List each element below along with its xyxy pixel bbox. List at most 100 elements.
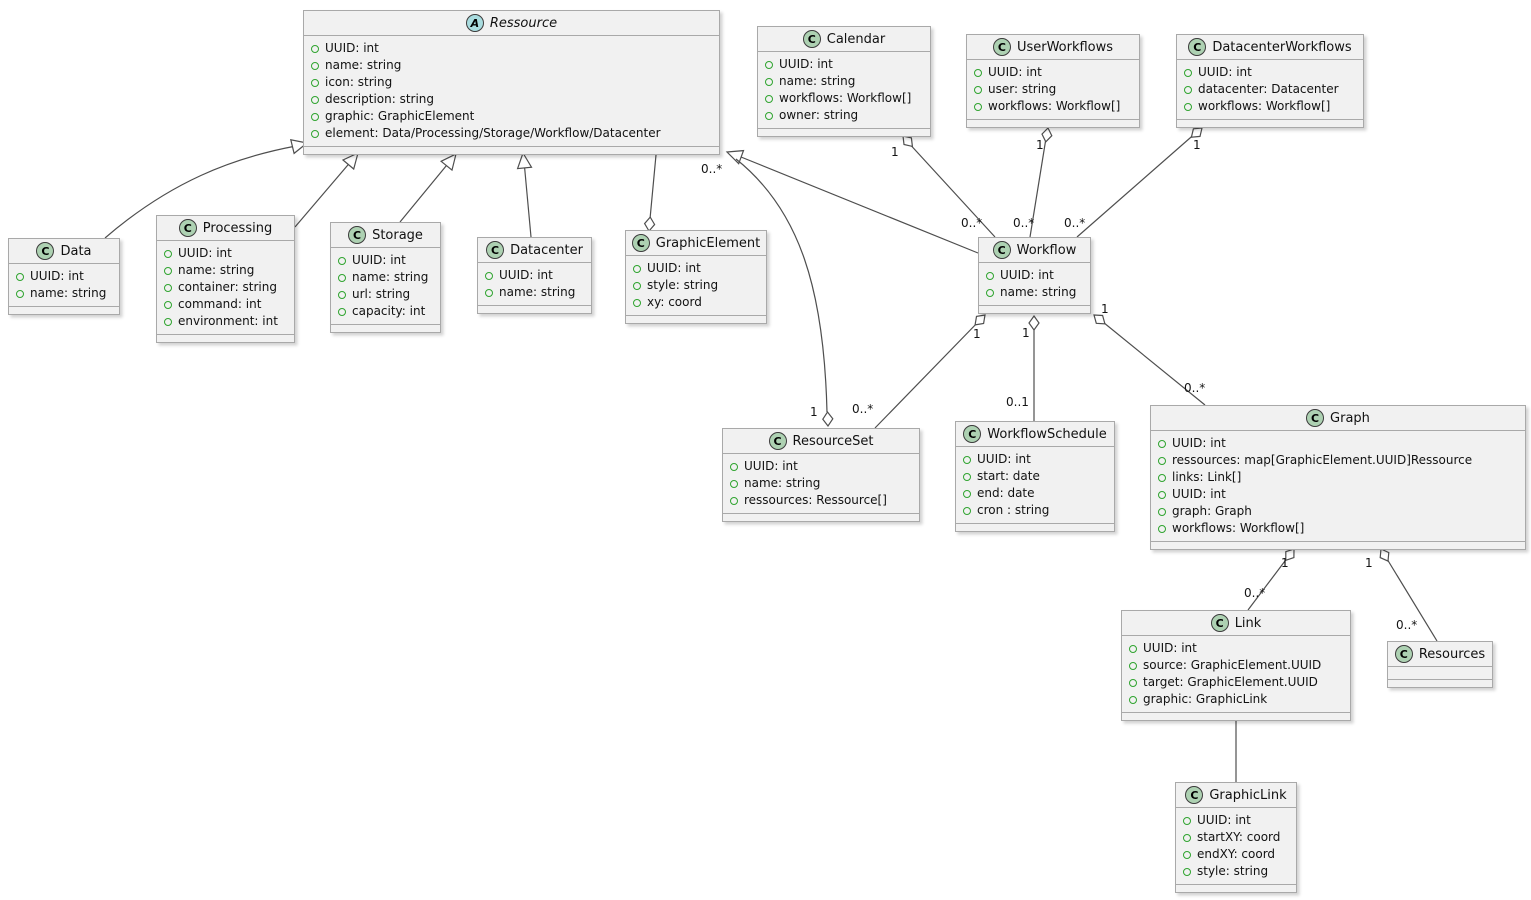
attribute-text: name: string [779, 74, 856, 88]
method-compartment [1176, 885, 1296, 892]
attribute-row: name: string [16, 285, 112, 302]
attribute-row: workflows: Workflow[] [765, 90, 923, 107]
aggregation-line [1029, 131, 1048, 238]
generalization-line [294, 158, 354, 228]
attribute-text: style: string [1197, 864, 1269, 878]
field-visibility-icon [485, 288, 493, 297]
attribute-text: UUID: int [352, 253, 406, 267]
attribute-text: UUID: int [30, 269, 84, 283]
attribute-text: name: string [178, 263, 255, 277]
generalization-arrowhead [516, 151, 533, 170]
field-visibility-icon [311, 95, 319, 104]
multiplicity-label: 1 [1193, 138, 1201, 152]
edge-workflow-graph: 1 0..* [1093, 302, 1206, 406]
attribute-text: name: string [744, 476, 821, 490]
multiplicity-label: 1 [1365, 556, 1373, 570]
attribute-row: xy: coord [633, 294, 759, 311]
method-compartment [157, 335, 294, 342]
attribute-row: startXY: coord [1183, 829, 1289, 846]
aggregation-diamond [822, 410, 834, 428]
class-title: C Graph [1151, 406, 1525, 431]
attribute-row: target: GraphicElement.UUID [1129, 674, 1343, 691]
attribute-row: UUID: int [16, 268, 112, 285]
multiplicity-label: 0..* [1396, 618, 1417, 632]
class-name: WorkflowSchedule [987, 426, 1107, 442]
multiplicity-label: 0..* [961, 216, 982, 230]
field-visibility-icon [311, 129, 319, 138]
attribute-text: UUID: int [988, 65, 1042, 79]
multiplicity-label: 1 [1101, 302, 1109, 316]
aggregation-diamond [1190, 127, 1203, 138]
attribute-row: UUID: int [1184, 64, 1356, 81]
class-kind-icon: C [768, 432, 787, 450]
aggregation-diamond [1379, 548, 1390, 562]
attribute-row: ressources: map[GraphicElement.UUID]Ress… [1158, 452, 1518, 469]
edge-storage-ressource [399, 152, 457, 223]
field-visibility-icon [1158, 456, 1166, 465]
method-compartment [1388, 680, 1492, 687]
class-title: C Calendar [758, 27, 930, 52]
attribute-text: UUID: int [325, 41, 379, 55]
attribute-text: UUID: int [977, 452, 1031, 466]
edge-workflow-ressource [725, 149, 979, 254]
attribute-row: style: string [1183, 863, 1289, 880]
attribute-text: name: string [30, 286, 107, 300]
edge-graph-link: 10..* [1244, 548, 1295, 611]
attribute-row: UUID: int [311, 40, 712, 57]
edge-resourceset-ressource: 0..*1 [701, 158, 834, 428]
field-visibility-icon [1183, 850, 1191, 859]
field-visibility-icon [311, 44, 319, 53]
attribute-row: endXY: coord [1183, 846, 1289, 863]
class-kind-icon: A [465, 14, 484, 32]
method-compartment [967, 120, 1139, 127]
multiplicity-label: 1 [810, 405, 818, 419]
attribute-text: UUID: int [779, 57, 833, 71]
aggregation-diamond [643, 216, 656, 233]
attribute-row: UUID: int [986, 267, 1083, 284]
field-visibility-icon [338, 273, 346, 282]
field-visibility-icon [1129, 644, 1137, 653]
attribute-row: element: Data/Processing/Storage/Workflo… [311, 125, 712, 142]
class-title: C Data [9, 239, 119, 264]
field-visibility-icon [963, 472, 971, 481]
class-box-data: C Data UUID: int name: string [8, 238, 120, 315]
generalization-arrowhead [725, 149, 745, 165]
attribute-row: UUID: int [1158, 435, 1518, 452]
class-kind-icon: C [802, 30, 821, 48]
attribute-row: workflows: Workflow[] [974, 98, 1132, 115]
multiplicity-label: 0..* [1184, 381, 1205, 395]
aggregation-diamond [1028, 314, 1040, 332]
field-visibility-icon [338, 256, 346, 265]
field-visibility-icon [1158, 473, 1166, 482]
class-kind-icon: C [36, 242, 55, 260]
attribute-row: workflows: Workflow[] [1158, 520, 1518, 537]
multiplicity-label: 0..* [852, 402, 873, 416]
attribute-text: command: int [178, 297, 262, 311]
class-kind-icon: C [1210, 614, 1229, 632]
field-visibility-icon [1184, 85, 1192, 94]
field-visibility-icon [1158, 490, 1166, 499]
method-compartment [331, 325, 440, 332]
field-visibility-icon [963, 455, 971, 464]
class-title: C Link [1122, 611, 1350, 636]
attribute-row: UUID: int [730, 458, 912, 475]
attribute-row: graph: Graph [1158, 503, 1518, 520]
attribute-row: name: string [485, 284, 584, 301]
field-visibility-icon [963, 489, 971, 498]
field-visibility-icon [16, 272, 24, 281]
edge-processing-ressource [294, 151, 359, 228]
attribute-row: graphic: GraphicLink [1129, 691, 1343, 708]
attribute-row: UUID: int [338, 252, 433, 269]
class-title: A Ressource [304, 11, 719, 36]
attribute-text: workflows: Workflow[] [1172, 521, 1305, 535]
attribute-row: source: GraphicElement.UUID [1129, 657, 1343, 674]
